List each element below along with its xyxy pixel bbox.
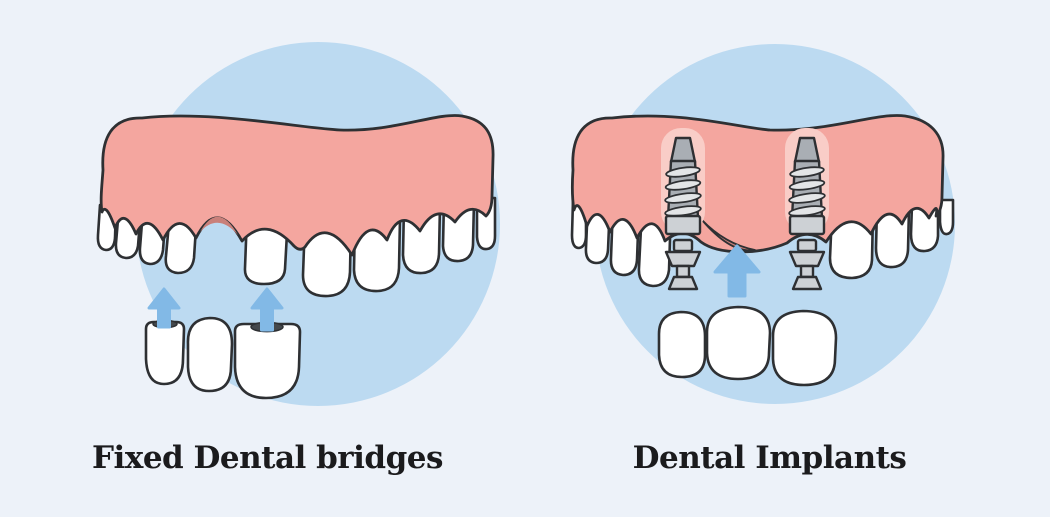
tooth: [938, 198, 955, 236]
tooth: [828, 210, 875, 280]
implant-thread: [665, 166, 701, 178]
panel-fixed-dental-bridges: Fixed Dental bridges: [92, 42, 500, 476]
abutment-top: [672, 238, 694, 253]
up-arrow-icon: [713, 244, 761, 298]
implant-bridge-crowns: [657, 305, 838, 387]
missing-tooth-socket-shadow: [200, 216, 238, 235]
abutment-stem: [675, 264, 691, 279]
implant-abutment: [664, 238, 702, 291]
upper-jaw-teeth: [570, 198, 955, 288]
dental-bridge-prosthesis: [144, 316, 302, 400]
bridge-crown: [657, 310, 707, 379]
implant-thread: [664, 179, 702, 191]
up-arrow-icon: [250, 287, 284, 332]
implant-screw-tip: [793, 136, 821, 164]
implant-thread: [664, 192, 702, 204]
implant-collar: [664, 214, 702, 236]
bridge-crown: [705, 305, 772, 381]
bridge-crown: [771, 309, 838, 387]
gum-ridge-shadow: [701, 219, 756, 252]
dental-implant: [661, 128, 705, 291]
abutment-stem: [799, 264, 815, 279]
bridge-crown: [144, 320, 186, 386]
implant-abutment: [788, 238, 826, 291]
abutment-base: [667, 275, 699, 291]
caption-dental-implants: Dental Implants: [632, 440, 907, 476]
panel-dental-implants: Dental Implants: [525, 0, 1050, 517]
pontic-tooth: [186, 316, 234, 393]
implant-thread: [788, 179, 826, 191]
caption-fixed-dental-bridges: Fixed Dental bridges: [92, 440, 443, 476]
abutment-base: [791, 275, 823, 291]
implant-thread: [789, 166, 825, 178]
implant-screw-tip: [669, 136, 697, 164]
upper-gum: [99, 114, 495, 257]
abutment-top: [796, 238, 818, 253]
implant-collar: [788, 214, 826, 236]
up-arrow-icon: [147, 287, 181, 329]
illustration-fixed-dental-bridges: [96, 42, 500, 406]
bridge-crown: [233, 322, 302, 400]
abutment-flare: [788, 250, 826, 268]
implant-thread: [788, 192, 826, 204]
abutment-flare: [664, 250, 702, 268]
dental-implant: [785, 128, 829, 291]
illustration-dental-implants: [570, 44, 955, 404]
